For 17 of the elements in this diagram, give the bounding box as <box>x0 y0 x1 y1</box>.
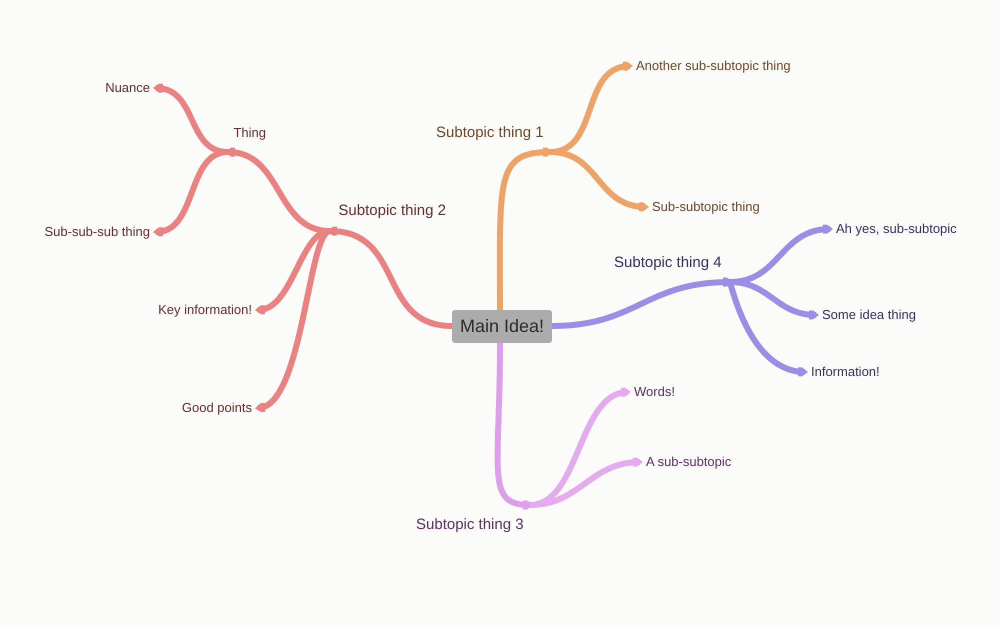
subtopic-label: Subtopic thing 3 <box>415 516 525 533</box>
leaf-label: Words! <box>633 384 676 400</box>
leaf-label: Another sub-subtopic thing <box>635 58 792 74</box>
subtopic-label: Subtopic thing 4 <box>613 254 723 272</box>
leaf-label: A sub-subtopic <box>645 454 732 470</box>
leaf-label: Nuance <box>104 80 151 96</box>
leaf-label: Ah yes, sub-subtopic <box>835 222 958 236</box>
subtopic-label: Subtopic thing 2 <box>337 202 447 220</box>
leaf-label: Some idea thing <box>821 308 917 322</box>
leaf-label: Information! <box>810 364 881 380</box>
main-idea-box: Main Idea! <box>452 310 552 343</box>
leaf-label: Sub-sub-sub thing <box>43 224 151 240</box>
subtopic-label: Thing <box>232 126 267 141</box>
leaf-label: Sub-subtopic thing <box>651 200 761 214</box>
leaf-label: Key information! <box>157 302 253 318</box>
subtopic-label: Subtopic thing 1 <box>435 124 545 142</box>
leaf-label: Good points <box>180 400 253 416</box>
